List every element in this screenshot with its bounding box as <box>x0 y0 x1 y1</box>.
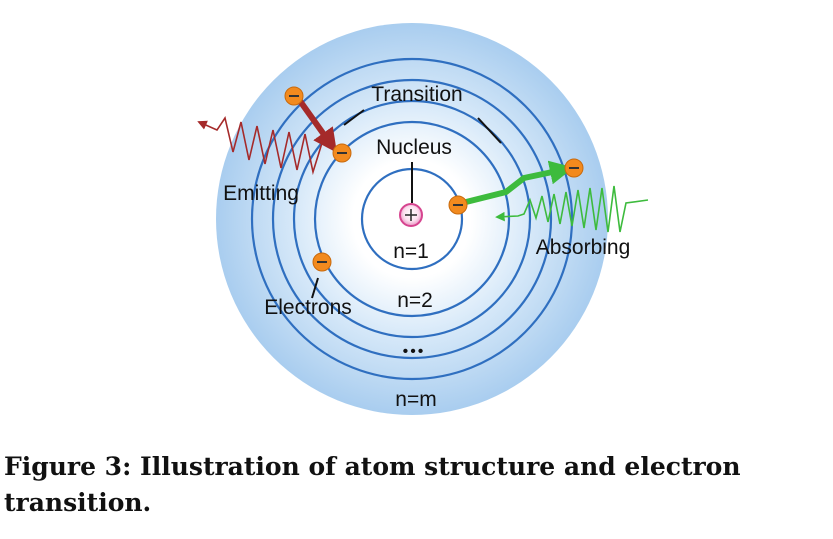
orbit-5 <box>250 57 574 381</box>
electrons <box>284 86 584 272</box>
absorbing-label: Absorbing <box>536 236 631 259</box>
n2-label: n=2 <box>397 289 433 312</box>
transition-pointer-right <box>477 117 502 144</box>
n1-label: n=1 <box>393 240 429 263</box>
transition-pointer-left <box>343 109 365 126</box>
electron-top <box>284 86 304 106</box>
emission-wave <box>197 116 331 176</box>
electron-absorbed <box>564 158 584 178</box>
transition-label: Transition <box>371 83 462 106</box>
electron-emitting <box>332 143 352 163</box>
emitting-label: Emitting <box>223 182 299 205</box>
nucleus <box>399 203 423 227</box>
absorb-transition-arrow <box>465 160 574 205</box>
electrons-pointer <box>311 277 319 299</box>
electron-lower-left <box>312 252 332 272</box>
electrons-label: Electrons <box>264 296 352 319</box>
electron-inner <box>448 195 468 215</box>
orbit-2 <box>313 120 511 318</box>
emit-transition-arrow <box>297 99 337 153</box>
orbit-4 <box>271 78 553 360</box>
nucleus-label: Nucleus <box>376 136 452 159</box>
atom-diagram: Transition Nucleus Emitting Absorbing n=… <box>197 23 649 415</box>
absorption-wave <box>495 185 649 233</box>
ellipsis-label: ••• <box>403 343 426 360</box>
nm-label: n=m <box>395 388 436 411</box>
orbits <box>250 57 574 381</box>
orbit-3 <box>292 99 532 339</box>
figure-caption: Figure 3: Illustration of atom structure… <box>4 452 741 517</box>
pointer-lines <box>311 109 502 299</box>
